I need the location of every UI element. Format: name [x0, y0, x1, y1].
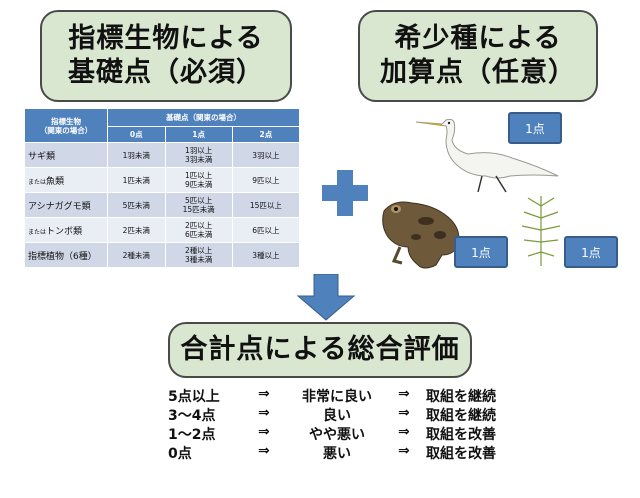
evaluation-results: 5点以上 ⇒ 非常に良い ⇒ 取組を継続 3〜4点 ⇒ 良い ⇒ 取組を継続 1…	[168, 386, 508, 462]
egret-point-badge: 1点	[508, 112, 562, 144]
required-score-title-line2: 基礎点（必須）	[68, 57, 264, 88]
indicator-score-table: 指標生物 （関東の場合） 基礎点（関東の場合） 0点 1点 2点 サギ類 1羽未…	[24, 108, 301, 268]
result-row: 5点以上 ⇒ 非常に良い ⇒ 取組を継続	[168, 386, 496, 405]
down-arrow-icon	[296, 274, 356, 321]
table-head-base-score: 基礎点（関東の場合）	[107, 108, 300, 127]
bonus-score-title-line1: 希少種による	[394, 23, 562, 54]
total-evaluation-title: 合計点による総合評価	[180, 334, 460, 365]
result-row: 0点 ⇒ 悪い ⇒ 取組を改善	[168, 443, 496, 462]
table-head-score-1: 1点	[164, 126, 233, 143]
plant-point-badge: 1点	[564, 236, 618, 268]
frog-illustration	[382, 201, 460, 269]
bonus-score-box: 希少種による 加算点（任意）	[358, 10, 598, 102]
required-score-box: 指標生物による 基礎点（必須）	[40, 10, 292, 102]
egret-illustration	[415, 118, 559, 193]
bonus-score-title-line2: 加算点（任意）	[380, 57, 576, 88]
table-head-score-2: 2点	[231, 126, 301, 143]
plant-illustration	[521, 196, 561, 266]
table-head-score-0: 0点	[107, 126, 166, 143]
table-head-indicator: 指標生物 （関東の場合）	[24, 108, 108, 143]
frog-point-badge: 1点	[454, 236, 508, 268]
total-evaluation-box: 合計点による総合評価	[168, 322, 472, 378]
plus-icon	[322, 170, 368, 216]
result-row: 3〜4点 ⇒ 良い ⇒ 取組を継続	[168, 405, 496, 424]
required-score-title-line1: 指標生物による	[68, 23, 264, 54]
result-row: 1〜2点 ⇒ やや悪い ⇒ 取組を改善	[168, 424, 496, 443]
